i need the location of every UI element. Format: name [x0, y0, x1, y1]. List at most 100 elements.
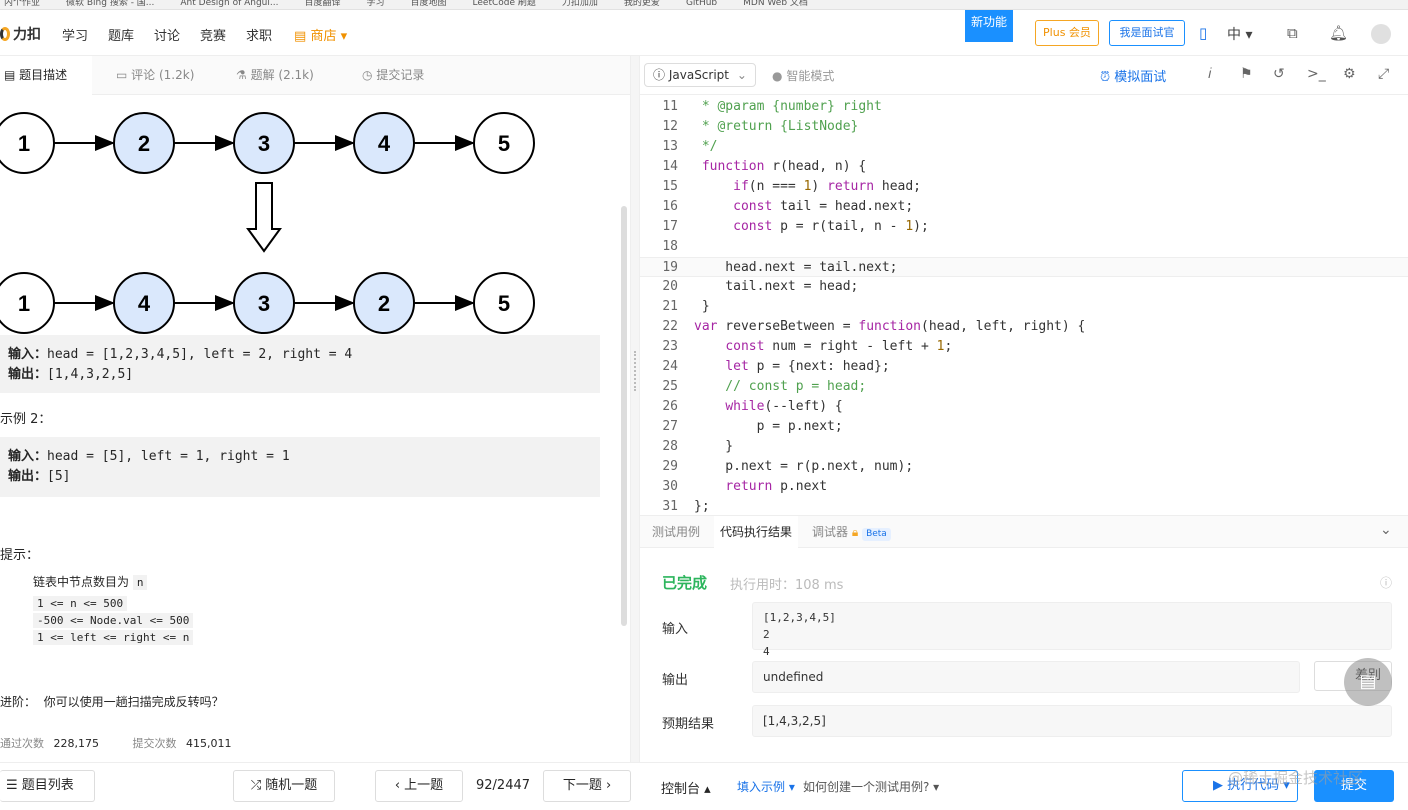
avatar[interactable]	[1371, 24, 1391, 44]
bookmark-item[interactable]: Ant Design of Angul...	[180, 0, 279, 8]
bookmark-item[interactable]: 百度翻译	[304, 0, 341, 8]
smart-mode-toggle[interactable]: ● 智能模式	[772, 67, 834, 84]
submit-button[interactable]: 提交	[1314, 770, 1394, 802]
nav-store[interactable]: ▤ 商店 ▾	[294, 25, 347, 44]
code-line[interactable]: 13 */	[640, 137, 1408, 157]
nav-study[interactable]: 学习	[62, 29, 89, 44]
bookmark-item[interactable]: 内个作业	[4, 0, 41, 8]
code-line[interactable]: 29 p.next = r(p.next, num);	[640, 457, 1408, 477]
bookmark-item[interactable]: 百度地图	[410, 0, 447, 8]
mock-interview-label: 模拟面试	[1114, 70, 1167, 85]
new-feature-badge[interactable]: 新功能	[965, 10, 1013, 42]
diagram-node	[233, 272, 295, 334]
leetcode-logo[interactable]: 力扣	[0, 24, 41, 44]
beta-badge: Beta	[862, 528, 891, 541]
tab-description[interactable]: ▤ 题目描述	[0, 56, 92, 95]
code-line[interactable]: 11 * @param {number} right	[640, 97, 1408, 117]
random-problem-button[interactable]: ⤮ 随机一题	[233, 770, 335, 802]
language-select[interactable]: ⓘ JavaScript ⌄	[644, 63, 756, 87]
line-text: var reverseBetween = function(head, left…	[694, 319, 1086, 334]
code-line[interactable]: 19 head.next = tail.next;	[640, 257, 1408, 277]
mock-interview-button[interactable]: ⏰︎ 模拟面试	[1100, 66, 1166, 85]
code-line[interactable]: 16 const tail = head.next;	[640, 197, 1408, 217]
example-2: 输入：head = [5], left = 1, right = 1 输出：[5…	[0, 437, 600, 497]
constraint-2: -500 <= Node.val <= 500	[33, 613, 194, 628]
line-number: 27	[662, 419, 678, 434]
playground-icon[interactable]: ⧉	[1287, 24, 1298, 42]
help-icon[interactable]: ⓘ	[1380, 576, 1393, 590]
line-text: return p.next	[725, 479, 828, 494]
plus-member-button[interactable]: Plus 会员	[1035, 20, 1099, 46]
bookmark-item[interactable]: MDN Web 文档	[743, 0, 808, 8]
code-line[interactable]: 26 while(--left) {	[640, 397, 1408, 417]
interviewer-button[interactable]: 我是面试官	[1109, 20, 1185, 46]
next-problem-button[interactable]: 下一题 ›	[543, 770, 631, 802]
bookmark-item[interactable]: 力扣加加	[561, 0, 598, 8]
note-icon[interactable]: ▤	[1344, 658, 1392, 706]
line-text: p.next = r(p.next, num);	[694, 459, 914, 474]
flag-icon[interactable]: ⚑	[1240, 66, 1253, 82]
tab-comments[interactable]: ▭ 评论 (1.2k)	[116, 56, 194, 95]
panel-splitter[interactable]	[630, 56, 640, 762]
code-line[interactable]: 21 }	[640, 297, 1408, 317]
language-switch[interactable]: 中 ▾	[1227, 27, 1253, 43]
bookmark-item[interactable]: LeetCode 刷题	[472, 0, 536, 8]
bookmarks-bar: 内个作业 微软 Bing 搜索 - 国... Ant Design of Angul…	[0, 0, 1408, 10]
line-number: 19	[662, 260, 678, 275]
bookmark-item[interactable]: 微软 Bing 搜索 - 国...	[66, 0, 155, 8]
tab-solutions[interactable]: ⚗︎ 题解 (2.1k)	[236, 56, 314, 95]
line-text: */	[694, 139, 718, 154]
code-line[interactable]: 25 // const p = head;	[640, 377, 1408, 397]
code-line[interactable]: 15 if(n === 1) return head;	[640, 177, 1408, 197]
problem-list-button[interactable]: ☰ 题目列表	[0, 770, 95, 802]
nav-discuss[interactable]: 讨论	[154, 29, 181, 44]
code-line[interactable]: 12 * @return {ListNode}	[640, 117, 1408, 137]
example-1: 输入：head = [1,2,3,4,5], left = 2, right =…	[0, 335, 600, 393]
scrollbar[interactable]	[621, 206, 627, 626]
tab-run-result[interactable]: 代码执行结果	[714, 516, 799, 548]
code-line[interactable]: 18	[640, 237, 1408, 257]
bookmark-item[interactable]: 学习	[366, 0, 385, 8]
info-italic-icon[interactable]: 𝑖	[1208, 66, 1212, 82]
bell-icon[interactable]: 🔔︎	[1329, 24, 1349, 42]
code-line[interactable]: 28 }	[640, 437, 1408, 457]
nav-jobs[interactable]: 求职	[246, 29, 273, 44]
fill-example-button[interactable]: 填入示例 ▾	[737, 780, 795, 794]
nav-problems[interactable]: 题库	[108, 29, 135, 44]
code-line[interactable]: 14 function r(head, n) {	[640, 157, 1408, 177]
reset-icon[interactable]: ↺	[1273, 66, 1285, 82]
code-line[interactable]: 27 p = p.next;	[640, 417, 1408, 437]
line-text: head.next = tail.next;	[694, 260, 898, 275]
terminal-icon[interactable]: >_	[1307, 66, 1326, 82]
line-number: 26	[662, 399, 678, 414]
tab-debugger[interactable]: 调试器 🔒︎ Beta	[812, 516, 891, 548]
input-value[interactable]: [1,2,3,4,5] 2 4	[752, 602, 1392, 658]
code-line[interactable]: 20 tail.next = head;	[640, 277, 1408, 297]
console-toggle[interactable]: 控制台 ▴	[661, 782, 711, 797]
code-line[interactable]: 31};	[640, 497, 1408, 517]
code-line[interactable]: 24 let p = {next: head};	[640, 357, 1408, 377]
code-line[interactable]: 23 const num = right - left + 1;	[640, 337, 1408, 357]
prev-problem-button[interactable]: ‹ 上一题	[375, 770, 463, 802]
accepted-label: 通过次数	[0, 737, 44, 750]
mobile-icon[interactable]: ▯	[1199, 24, 1208, 42]
example-2-input-label: 输入：	[8, 449, 48, 464]
play-icon: ▶	[1213, 778, 1223, 793]
fullscreen-icon[interactable]: ⤢	[1378, 66, 1390, 82]
nav-contest[interactable]: 竞赛	[200, 29, 227, 44]
bookmark-item[interactable]: 我的更爱	[623, 0, 660, 8]
diagram-node-label: 1	[18, 291, 30, 316]
tab-testcase[interactable]: 测试用例	[652, 525, 701, 539]
collapse-icon[interactable]: ⌄	[1380, 522, 1392, 538]
tab-submissions[interactable]: ◷ 提交记录	[362, 56, 424, 95]
howto-testcase-link[interactable]: 如何创建一个测试用例? ▾	[803, 780, 940, 794]
example-2-output-label: 输出：	[8, 469, 48, 484]
code-line[interactable]: 30 return p.next	[640, 477, 1408, 497]
bookmark-item[interactable]: GitHub	[685, 0, 718, 8]
run-code-button[interactable]: ▶ 执行代码 ▾	[1182, 770, 1298, 802]
gear-icon[interactable]: ⚙	[1343, 66, 1356, 82]
code-line[interactable]: 17 const p = r(tail, n - 1);	[640, 217, 1408, 237]
example-1-output-label: 输出：	[8, 367, 48, 382]
